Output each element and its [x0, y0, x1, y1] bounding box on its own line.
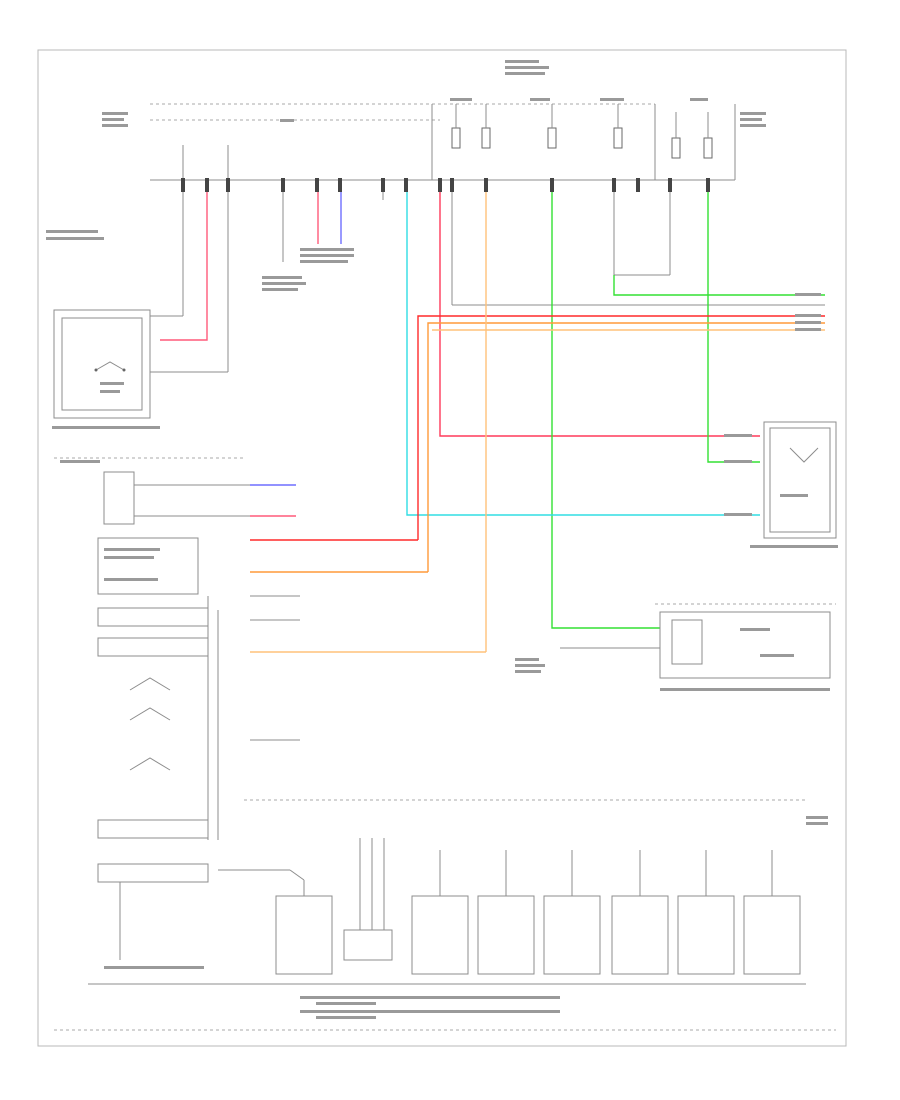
fuse-box-pins	[181, 145, 825, 372]
fuse-box-header	[46, 60, 766, 240]
diagram-frame	[37, 49, 847, 1047]
stub-wires	[262, 192, 354, 291]
right-edge-labels	[724, 293, 821, 516]
combination-switch	[54, 457, 250, 969]
front-passenger-door-switch	[515, 603, 836, 691]
taillight-relay	[750, 421, 838, 548]
headlight-switch	[52, 309, 160, 429]
illumination-lamps	[54, 799, 836, 1031]
